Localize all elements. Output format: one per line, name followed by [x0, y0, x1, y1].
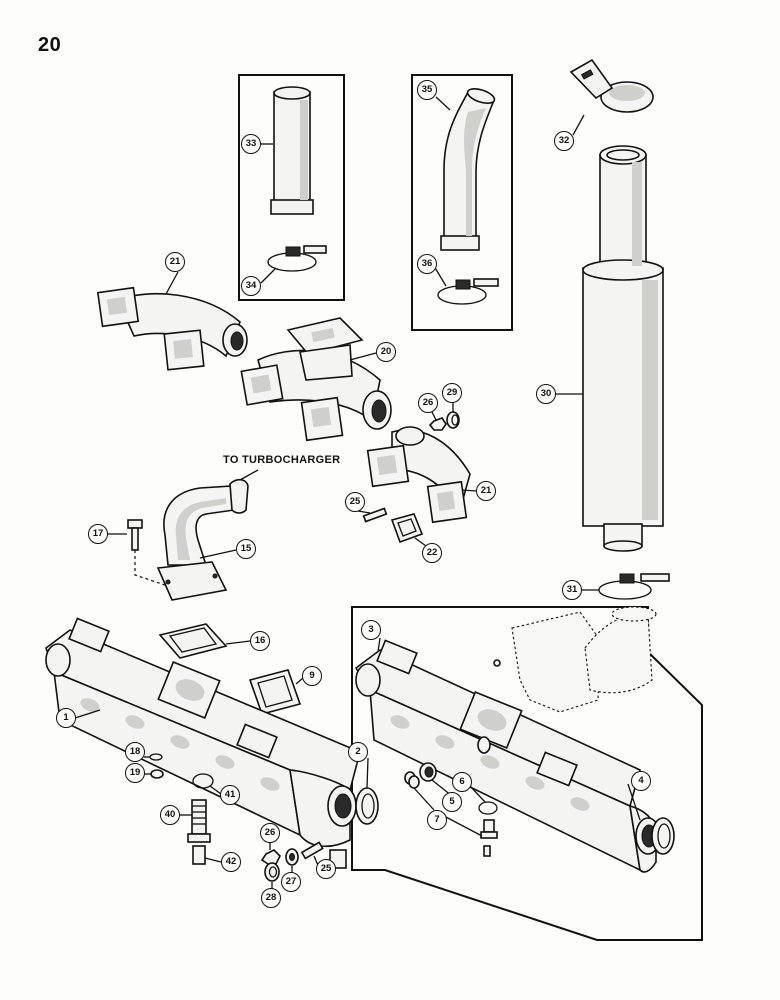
callout-15: 15: [236, 539, 256, 559]
washer-27: [285, 848, 299, 866]
callout-18: 18: [125, 742, 145, 762]
plug-42: [192, 845, 206, 865]
nut-26-upper: [428, 417, 447, 431]
callout-32: 32: [554, 131, 574, 151]
turbocharger-note: TO TURBOCHARGER: [223, 454, 341, 466]
callout-25-lower: 25: [316, 859, 336, 879]
cover-plate-9: [248, 669, 302, 715]
callout-28: 28: [261, 888, 281, 908]
callout-35: 35: [417, 80, 437, 100]
callout-36: 36: [417, 254, 437, 274]
curved-tailpipe-35: [440, 88, 496, 251]
callout-2: 2: [348, 742, 368, 762]
callout-42: 42: [221, 852, 241, 872]
turbo-elbow-15: [156, 478, 249, 601]
callout-30: 30: [536, 384, 556, 404]
inset-box-tailpipe-straight: [238, 74, 345, 301]
callout-3: 3: [361, 620, 381, 640]
bushing-29: [446, 411, 460, 429]
callout-22: 22: [422, 543, 442, 563]
page-number: 20: [38, 34, 62, 56]
bolt-17: [127, 519, 143, 551]
callout-7: 7: [427, 810, 447, 830]
phantom-elbow: [493, 606, 657, 713]
exhaust-elbow-21-upper: [96, 286, 248, 371]
nut-19: [150, 769, 164, 779]
seal-ring-2: [355, 787, 379, 825]
callout-29: 29: [442, 383, 462, 403]
callout-21-upper: 21: [165, 252, 185, 272]
exhaust-elbow-20-center: [240, 317, 392, 442]
bolt-17-path: [134, 550, 166, 586]
callout-26-upper: 26: [418, 393, 438, 413]
leader-lines: [74, 96, 641, 893]
inset-box-tailpipe-curved: [411, 74, 513, 331]
gasket-22: [390, 513, 424, 544]
callout-1: 1: [56, 708, 76, 728]
callout-20: 20: [376, 342, 396, 362]
plug-5: [419, 762, 437, 782]
nut-26-lower: [260, 849, 281, 865]
gasket-16: [158, 623, 228, 659]
clamp-36: [437, 278, 499, 305]
exhaust-manifold-3: [354, 639, 661, 873]
clamp-34: [267, 245, 327, 272]
callout-27: 27: [281, 872, 301, 892]
callout-9: 9: [302, 666, 322, 686]
callout-33: 33: [241, 134, 261, 154]
seal-ring-4: [651, 817, 675, 855]
stud-25-lower: [300, 841, 324, 860]
muffler-30: [582, 145, 664, 552]
ring-41: [192, 773, 214, 789]
rain-cap-32: [569, 58, 654, 113]
stud-25-upper: [362, 507, 388, 523]
turbo-leader-arrow: [239, 469, 259, 481]
callout-31: 31: [562, 580, 582, 600]
exhaust-elbow-21-right: [366, 426, 471, 524]
callout-17: 17: [88, 524, 108, 544]
callout-21-right: 21: [476, 481, 496, 501]
callout-40: 40: [160, 805, 180, 825]
bushing-28: [264, 862, 280, 882]
straight-tailpipe-33: [270, 86, 314, 215]
ring-6: [478, 801, 498, 815]
callout-41: 41: [220, 785, 240, 805]
clamp-31: [598, 573, 670, 600]
screw-small: [483, 845, 491, 857]
callout-16: 16: [250, 631, 270, 651]
callout-19: 19: [125, 763, 145, 783]
callout-5: 5: [442, 792, 462, 812]
fitting-40: [187, 799, 211, 843]
spring-7: [404, 771, 420, 789]
plug-7-lower: [480, 819, 498, 839]
callout-6: 6: [452, 772, 472, 792]
callout-26-lower: 26: [260, 823, 280, 843]
callout-25-upper: 25: [345, 492, 365, 512]
callout-34: 34: [241, 276, 261, 296]
callout-4: 4: [631, 771, 651, 791]
